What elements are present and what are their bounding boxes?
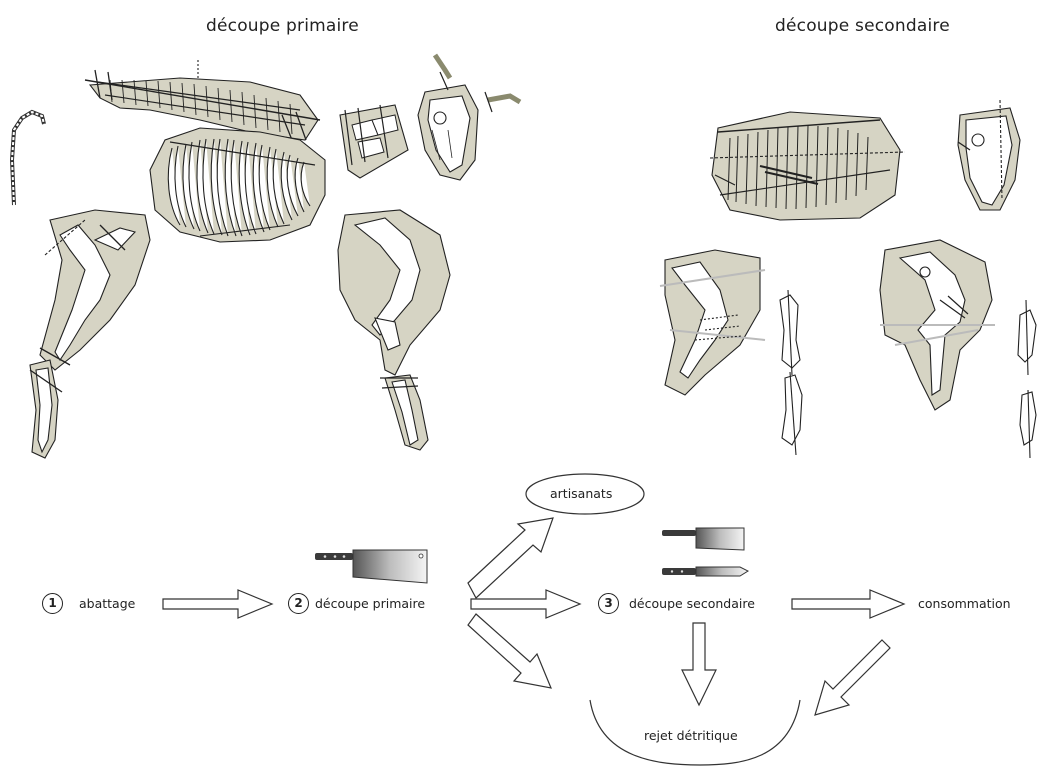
title-secondary-cut: découpe secondaire [775,16,950,36]
cleaver-icon [315,550,427,583]
secondary-forelimb [660,250,765,395]
secondary-ribcage [710,112,905,220]
neck-piece [340,105,408,178]
arrow-primary-to-secondary [471,590,580,618]
title-primary-cut: découpe primaire [206,16,359,36]
step-2-number: 2 [288,593,309,614]
flow-arrows [163,518,904,715]
step-3-label: découpe secondaire [629,596,755,611]
arrow-primary-to-crafts [468,518,553,598]
arrow-secondary-to-discard [682,623,716,705]
secondary-loose-bones-2 [1018,300,1036,458]
secondary-head [958,100,1020,210]
forelimb-piece [30,210,150,458]
step-3-number: 3 [598,593,619,614]
secondary-hindlimb [880,240,995,410]
ribcage [150,128,325,242]
arrow-abattage-to-primary [163,590,272,618]
head-piece [418,55,520,180]
arrow-secondary-to-consumption [792,590,904,618]
hindlimb-piece [338,210,450,450]
step-2-label: découpe primaire [315,596,425,611]
small-cleaver-icon [662,528,744,550]
consumption-label: consommation [918,596,1011,611]
crafts-label: artisanats [550,486,612,501]
tail-vertebrae [12,112,44,205]
step-1-number: 1 [42,593,63,614]
discard-label: rejet détritique [644,728,738,743]
secondary-loose-bones-1 [780,290,802,455]
kitchen-knife-icon [662,567,748,576]
secondary-cut-skeleton [660,100,1036,458]
arrow-consumption-to-discard [815,640,890,715]
primary-cut-skeleton [12,55,520,458]
arrow-primary-to-discard [468,614,551,688]
step-1-label: abattage [79,596,135,611]
